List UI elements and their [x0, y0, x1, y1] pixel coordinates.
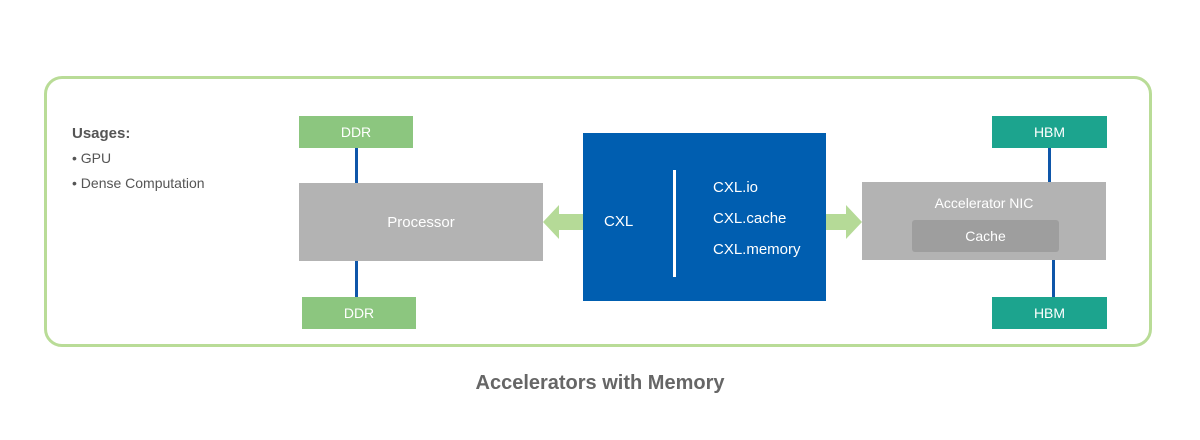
cxl-protocol-io: CXL.io [713, 179, 759, 196]
usage-item: • GPU [72, 150, 112, 166]
hbm-bottom-block: HBM [992, 297, 1107, 329]
cxl-label: CXL [604, 213, 634, 230]
arrow-left-icon [543, 205, 585, 239]
diagram-frame [44, 76, 1152, 347]
accelerator-hbm-bottom-link [1052, 260, 1055, 298]
processor-ddr-bottom-link [355, 261, 358, 298]
processor-ddr-top-link [355, 148, 358, 183]
usage-item: • Dense Computation [72, 175, 205, 191]
cache-block: Cache [912, 220, 1059, 252]
usages-list: Usages: • GPU • Dense Computation [72, 121, 205, 196]
cxl-protocol-cache: CXL.cache [713, 210, 787, 227]
cxl-divider [673, 170, 676, 277]
diagram-caption: Accelerators with Memory [475, 372, 725, 394]
processor-block: Processor [299, 183, 543, 261]
ddr-bottom-block: DDR [302, 297, 416, 329]
cxl-block [583, 133, 826, 301]
accelerator-hbm-top-link [1048, 148, 1051, 183]
arrow-right-icon [826, 205, 862, 239]
usages-title: Usages: [72, 125, 131, 142]
ddr-top-block: DDR [299, 116, 413, 148]
hbm-top-block: HBM [992, 116, 1107, 148]
accelerator-nic-label: Accelerator NIC [934, 195, 1034, 211]
cxl-protocol-memory: CXL.memory [713, 241, 801, 258]
